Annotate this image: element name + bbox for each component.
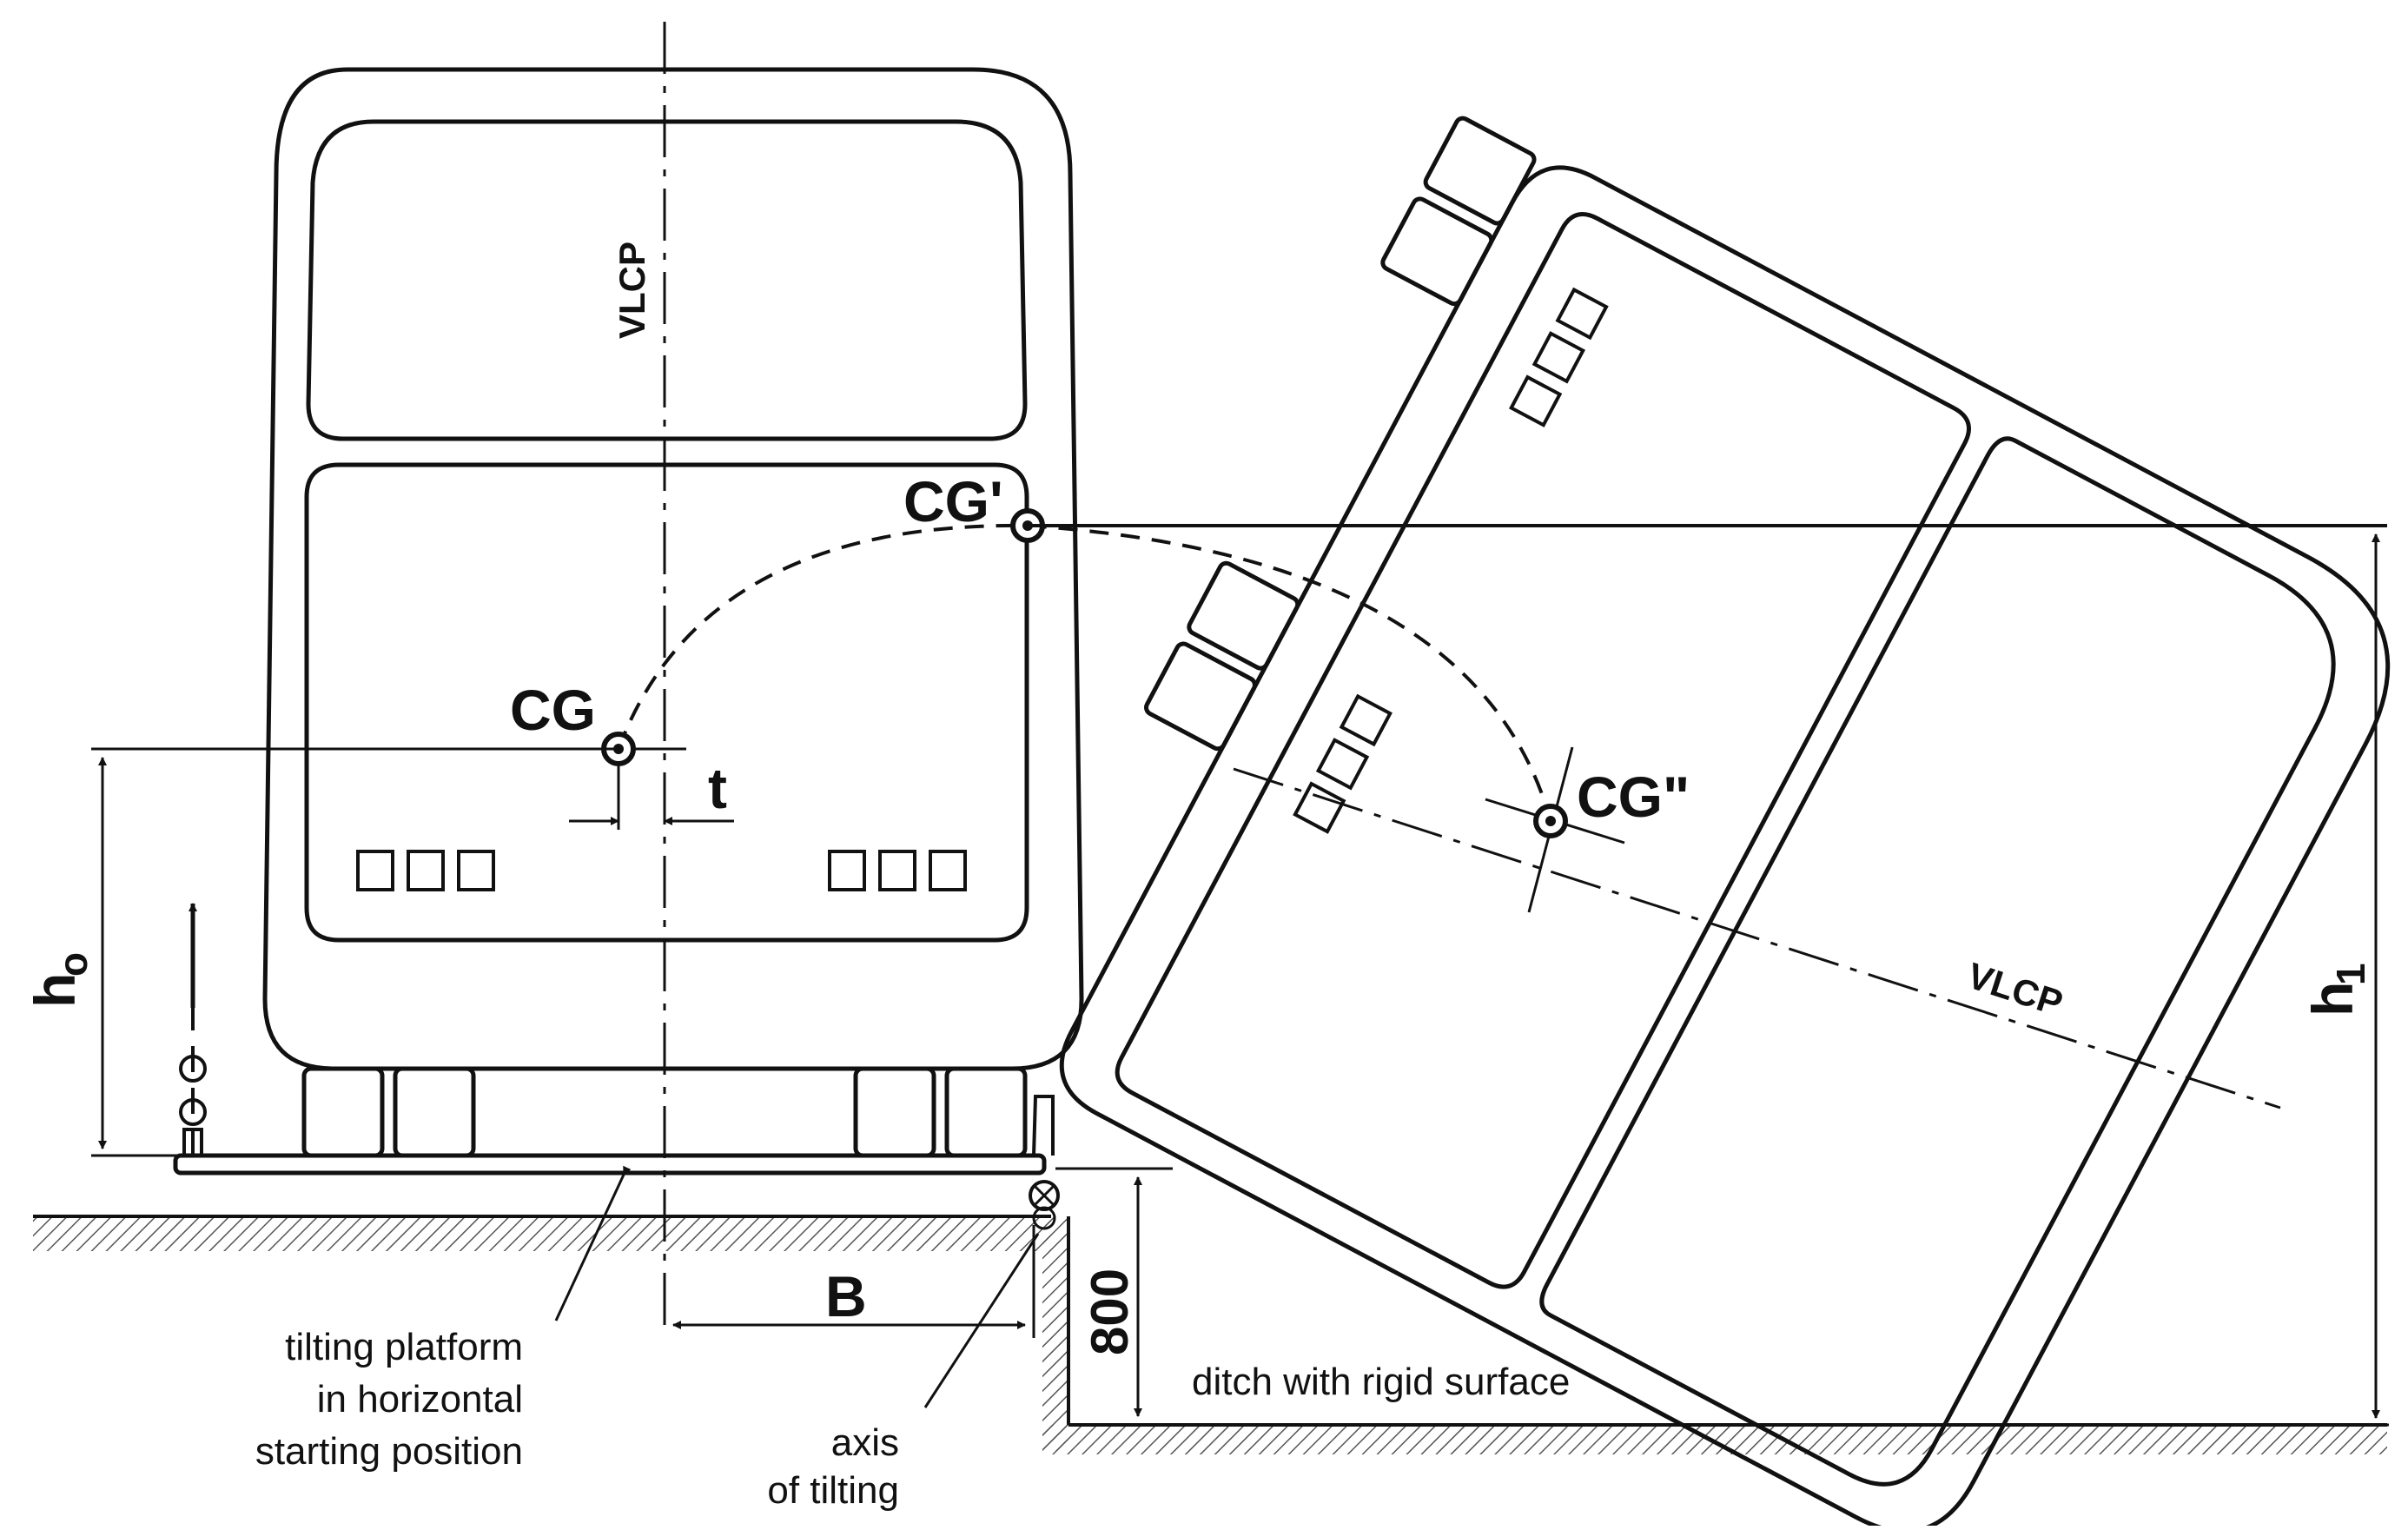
t-dimension (569, 765, 734, 830)
h1-label: h 1 (2300, 963, 2373, 1017)
vlcp-tilted-label: VLCP (1962, 955, 2067, 1023)
b-dimension (672, 1225, 1035, 1338)
tilted-upper-lights (1508, 287, 1609, 427)
upright-body-outline (262, 67, 1084, 1071)
h0-label-sub: o (50, 952, 96, 977)
ground (33, 1215, 2387, 1454)
tilt-axis-hinge (1029, 1180, 1060, 1211)
platform-label-line1: tilting platform (285, 1326, 523, 1368)
h0-label: h o (23, 952, 96, 1008)
t-label: t (708, 756, 727, 820)
h1-dimension (1028, 524, 2389, 1427)
tilted-lower-lights (1293, 693, 1393, 834)
upright-right-lights (828, 850, 967, 891)
chain-ring-2 (179, 1098, 207, 1126)
platform-callout-line (554, 1165, 632, 1321)
h0-label-main: h (23, 973, 87, 1008)
tilt-axis-pin (1032, 1206, 1056, 1230)
vlcp-upright-label: VLCP (612, 242, 652, 339)
platform-label: tilting platform in horizontal starting … (255, 1326, 523, 1473)
cg-label: CG (510, 678, 596, 742)
cg-double-prime-marker (1485, 746, 1625, 913)
cg-prime-label: CG' (903, 469, 1003, 533)
axis-callout-line (923, 1233, 1040, 1408)
axis-label: axis of tilting (767, 1421, 899, 1512)
h1-label-sub: 1 (2328, 963, 2373, 985)
tilted-rear-panel (1115, 212, 1971, 1289)
upper-ground-hatch (33, 1216, 1051, 1251)
bus-upright (262, 67, 1084, 1158)
vlcp-tilted-line (1233, 767, 2281, 1109)
ditch-wall-hatch (1042, 1216, 1068, 1451)
h1-label-main: h (2300, 982, 2365, 1017)
tilted-body-outline (1059, 165, 2391, 1530)
platform-deck (173, 1153, 1047, 1176)
upright-rear-panel (304, 462, 1029, 943)
depth-800-dimension (1055, 1167, 1173, 1417)
tilting-platform (173, 903, 1060, 1230)
tilted-rear-window (1539, 436, 2336, 1487)
axis-label-line1: axis (831, 1421, 899, 1464)
platform-label-line3: starting position (255, 1430, 523, 1473)
chain-hook (182, 1128, 203, 1157)
tilted-wheels (1144, 116, 1537, 752)
cg-trajectory (617, 523, 1552, 822)
platform-label-line2: in horizontal (317, 1378, 523, 1421)
upright-rear-window (306, 119, 1028, 441)
h0-dimension (91, 747, 619, 1157)
axis-label-line2: of tilting (767, 1469, 899, 1512)
ditch-label: ditch with rigid surface (1192, 1361, 1570, 1403)
depth-800-label: 800 (1081, 1268, 1139, 1355)
upright-left-lights (356, 850, 495, 891)
cg-double-prime-label: CG" (1577, 765, 1690, 829)
chain-ring-1 (179, 1055, 207, 1083)
wheel-stop (1032, 1095, 1055, 1156)
b-label: B (825, 1264, 867, 1328)
upright-wheels (301, 1066, 1028, 1158)
